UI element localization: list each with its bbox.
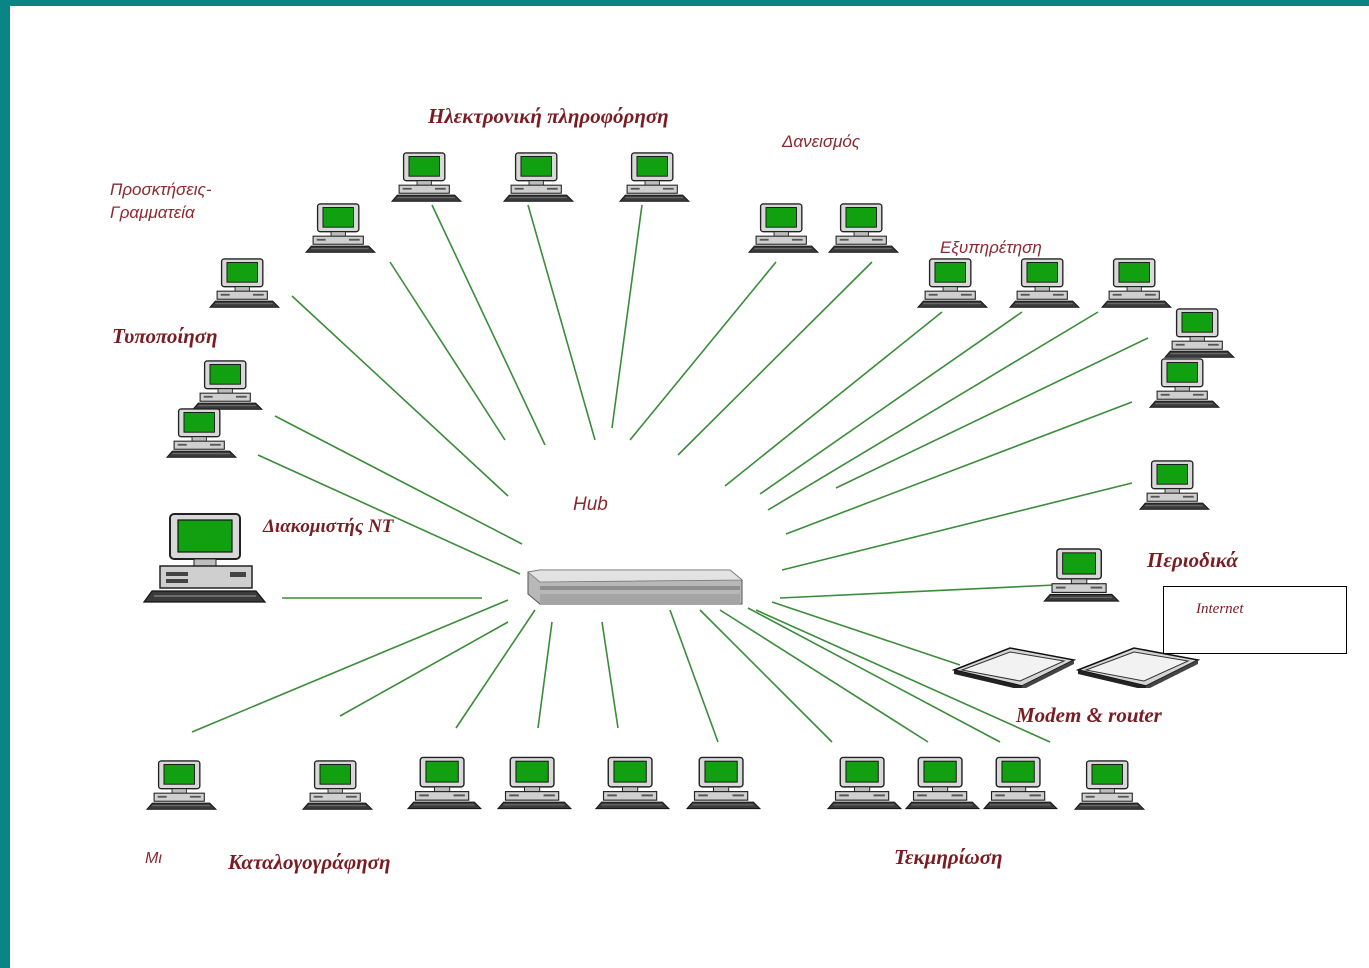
computer-icon — [305, 203, 376, 254]
computer-icon — [1074, 760, 1145, 811]
link-line — [431, 204, 546, 446]
label-lending: Δανεισμός — [782, 132, 861, 151]
label-modem-router: Modem & router — [1016, 703, 1162, 727]
computer-icon — [302, 760, 373, 811]
link-line — [455, 609, 536, 729]
label-hub: Hub — [573, 494, 608, 515]
computer-icon — [748, 203, 819, 254]
computer-icon — [827, 756, 902, 810]
link-line — [755, 609, 1051, 743]
link-line — [759, 311, 1023, 495]
computer-icon — [407, 756, 482, 810]
label-internet: Internet — [1196, 601, 1244, 617]
computer-icon — [1149, 358, 1220, 409]
link-line — [527, 204, 596, 441]
computer-icon — [983, 756, 1058, 810]
label-documentation: Τεκμηρίωση — [894, 845, 1003, 869]
label-periodicals: Περιοδικά — [1147, 548, 1239, 572]
computer-icon — [391, 152, 462, 203]
computer-icon — [1101, 258, 1172, 309]
link-line — [699, 609, 833, 743]
computer-icon — [1009, 258, 1080, 309]
label-secretariat: Γραμματεία — [110, 203, 195, 222]
link-line — [719, 609, 929, 743]
computer-icon — [595, 756, 670, 810]
hub-device — [527, 569, 744, 605]
link-line — [191, 599, 509, 733]
label-cataloguing: Καταλογογράφηση — [228, 850, 391, 874]
modem-icon — [953, 647, 1075, 688]
link-line — [537, 621, 553, 729]
computer-icon — [828, 203, 899, 254]
computer-icon — [1043, 548, 1120, 602]
link-line — [291, 295, 509, 497]
computer-icon — [166, 408, 237, 459]
link-line — [339, 621, 509, 717]
computer-icon — [192, 360, 263, 411]
link-line — [779, 584, 1056, 599]
link-line — [601, 621, 619, 729]
link-line — [724, 311, 943, 487]
router-icon — [1077, 647, 1199, 688]
link-lines — [191, 204, 1149, 743]
link-line — [257, 454, 521, 575]
label-localization: Τυποποίηση — [112, 324, 218, 348]
computer-icon — [905, 756, 980, 810]
computer-icon — [619, 152, 690, 203]
link-line — [274, 415, 523, 545]
server-icon — [143, 513, 266, 603]
link-line — [611, 204, 643, 429]
computer-icon — [686, 756, 761, 810]
computer-icon — [917, 258, 988, 309]
link-line — [677, 261, 873, 456]
label-acquisitions: Προσκτήσεις- — [110, 180, 212, 199]
link-line — [389, 261, 506, 441]
computer-icon — [503, 152, 574, 203]
computer-icon — [209, 258, 280, 309]
computer-icon — [1164, 308, 1235, 359]
label-service: Εξυπηρέτηση — [940, 238, 1042, 257]
link-line — [669, 609, 719, 743]
link-line — [767, 311, 1099, 511]
computer-icon — [497, 756, 572, 810]
computer-icon — [1139, 460, 1210, 511]
link-line — [747, 607, 1001, 743]
computer-icon — [146, 760, 217, 811]
label-server: Διακομιστής NT — [263, 516, 394, 537]
link-line — [781, 482, 1133, 571]
internet-box: Internet — [1163, 586, 1347, 654]
link-line — [835, 337, 1149, 489]
link-line — [785, 401, 1133, 535]
label-cataloguing-prefix: Μι — [145, 850, 162, 867]
label-electronic-info: Ηλεκτρονική πληροφόρηση — [428, 104, 669, 128]
link-line — [771, 601, 961, 666]
link-line — [629, 261, 777, 441]
